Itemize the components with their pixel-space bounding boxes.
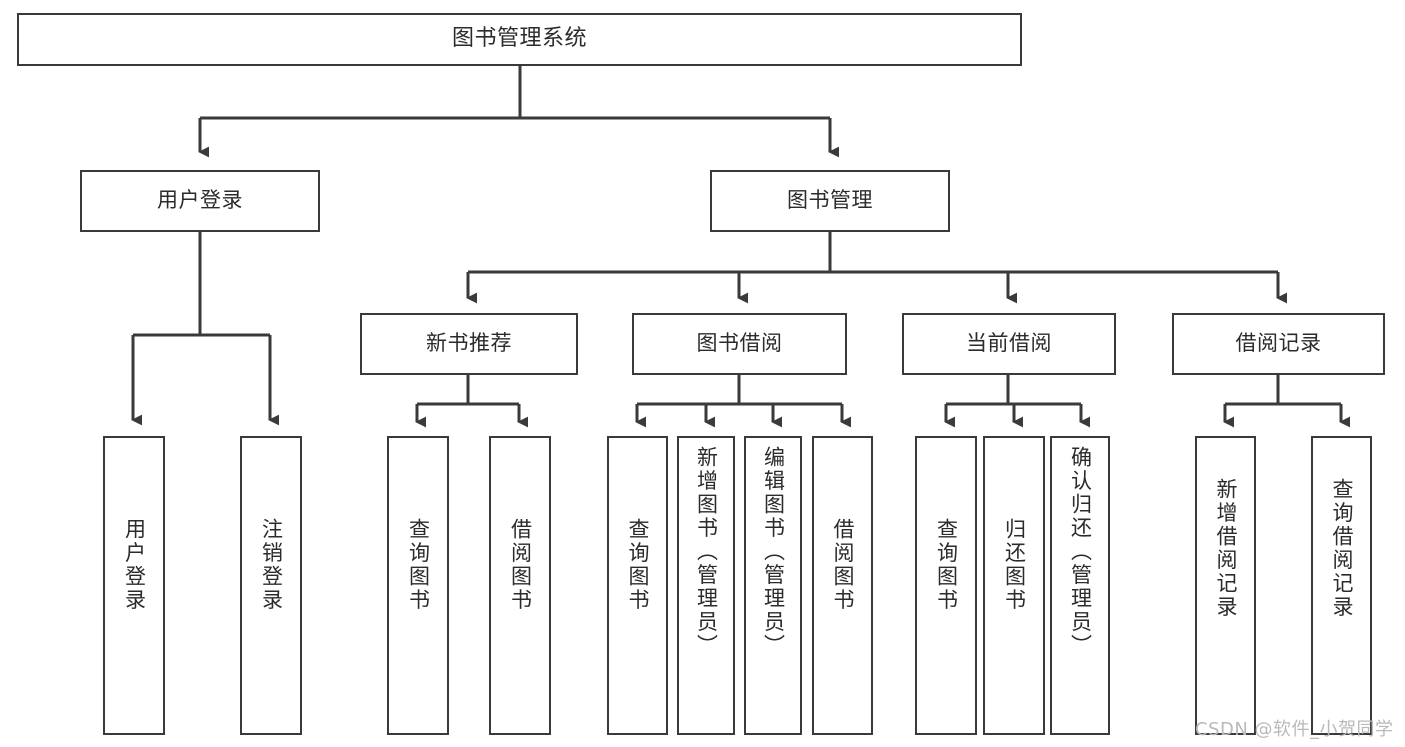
node-label: 新书推荐 [426,331,512,356]
node-book-borrow[interactable]: 图书借阅 [632,313,847,375]
node-user-login[interactable]: 用户登录 [80,170,320,232]
node-label: 借阅图书 [508,518,533,612]
node-label: 编辑图书（管理员） [761,446,786,658]
leaf-logout-login[interactable]: 注销登录 [240,436,302,735]
leaf-query-book-recommend[interactable]: 查询图书 [387,436,449,735]
leaf-add-book-admin[interactable]: 新增图书（管理员） [677,436,735,735]
node-borrow-record[interactable]: 借阅记录 [1172,313,1385,375]
node-label: 新增图书（管理员） [694,446,719,658]
node-root-system[interactable]: 图书管理系统 [17,13,1022,66]
node-label: 用户登录 [122,518,147,612]
node-label: 查询借阅记录 [1330,478,1354,619]
node-label: 查询图书 [934,518,959,612]
leaf-query-borrow-record[interactable]: 查询借阅记录 [1311,436,1372,735]
node-label: 查询图书 [626,518,650,612]
node-label: 归还图书 [1002,518,1027,612]
node-label: 用户登录 [157,188,243,213]
node-label: 注销登录 [259,518,284,612]
node-current-borrow[interactable]: 当前借阅 [902,313,1116,375]
node-new-book-recommend[interactable]: 新书推荐 [360,313,578,375]
node-label: 图书借阅 [696,331,783,356]
leaf-borrow-book-recommend[interactable]: 借阅图书 [489,436,551,735]
node-label: 图书管理系统 [451,26,587,52]
leaf-query-book-borrow[interactable]: 查询图书 [607,436,668,735]
csdn-watermark: CSDN @软件_小贺同学 [1195,719,1394,740]
node-label: 图书管理 [787,188,873,213]
leaf-borrow-book-borrow[interactable]: 借阅图书 [812,436,873,735]
node-label: 借阅图书 [831,518,855,612]
leaf-add-borrow-record[interactable]: 新增借阅记录 [1195,436,1256,735]
leaf-user-login[interactable]: 用户登录 [103,436,165,735]
node-label: 确认归还（管理员） [1068,446,1093,658]
leaf-edit-book-admin[interactable]: 编辑图书（管理员） [744,436,802,735]
node-label: 查询图书 [406,518,431,612]
leaf-return-book[interactable]: 归还图书 [983,436,1045,735]
node-label: 新增借阅记录 [1214,478,1238,619]
node-label: 借阅记录 [1235,331,1322,356]
leaf-confirm-return-admin[interactable]: 确认归还（管理员） [1050,436,1110,735]
node-book-management[interactable]: 图书管理 [710,170,950,232]
node-label: 当前借阅 [966,331,1052,356]
leaf-query-book-current[interactable]: 查询图书 [915,436,977,735]
